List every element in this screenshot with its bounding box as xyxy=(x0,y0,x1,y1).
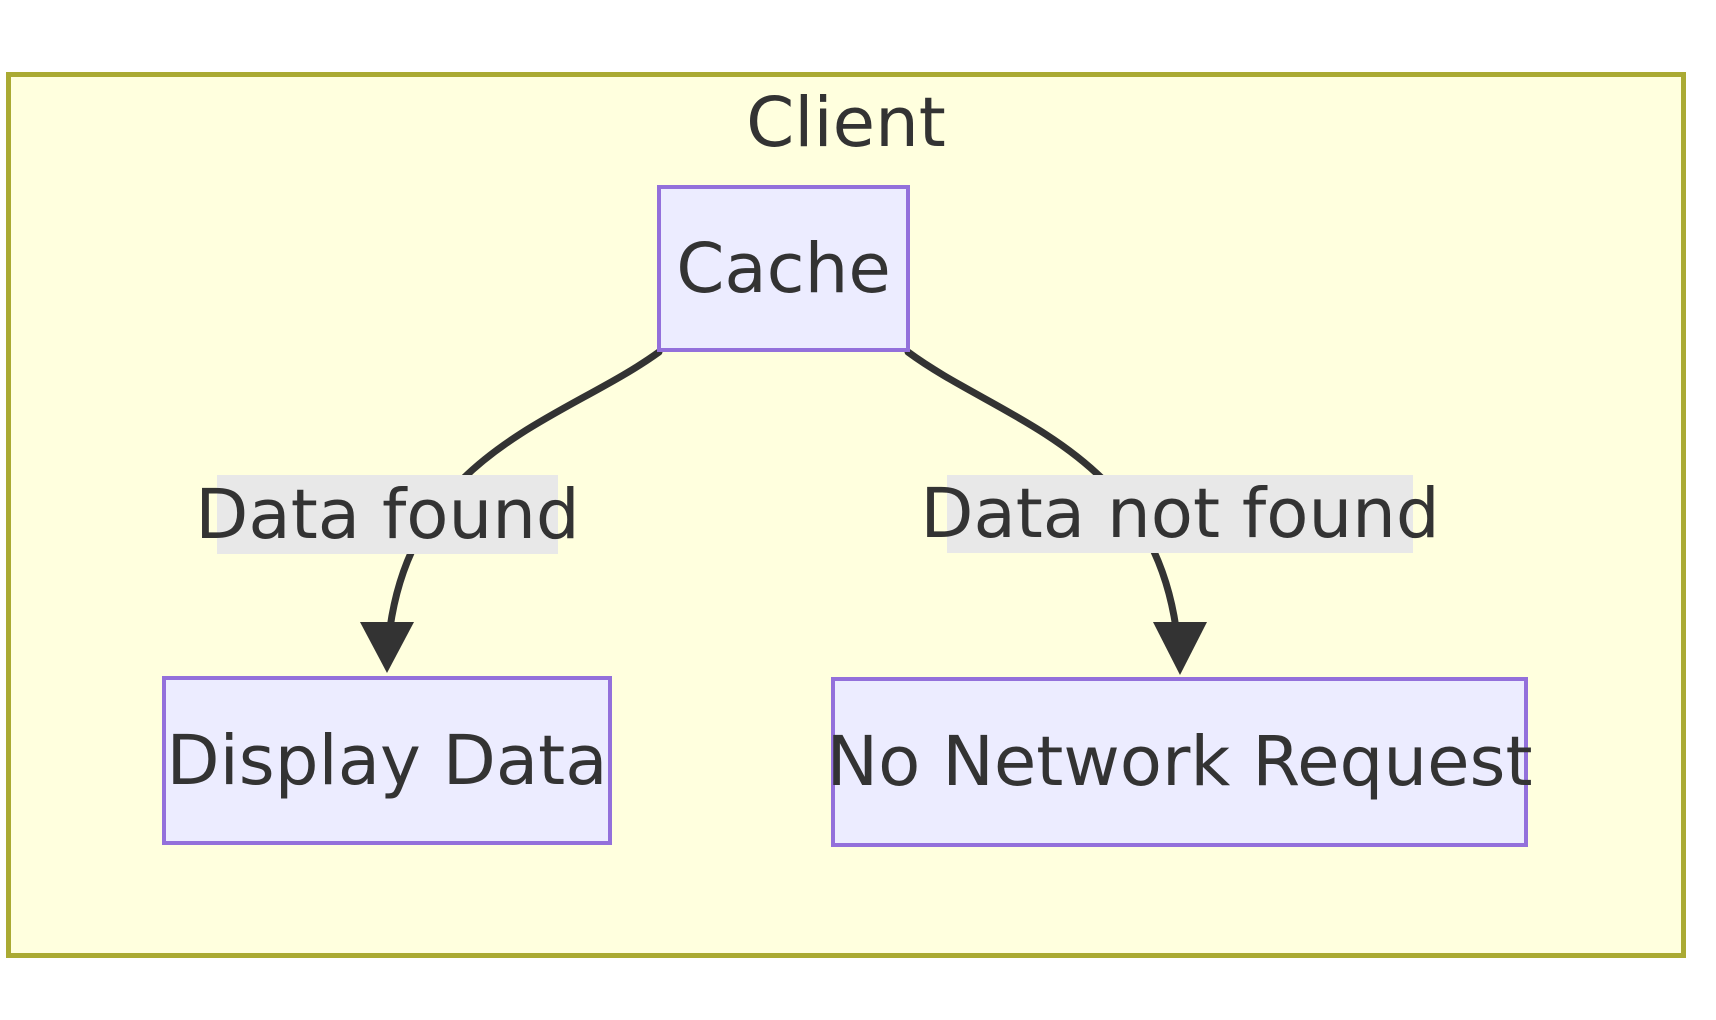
edge-label-data-found: Data found xyxy=(195,474,580,555)
node-no-network-request: No Network Request xyxy=(826,677,1533,847)
node-cache: Cache xyxy=(657,185,910,352)
node-display-data: Display Data xyxy=(162,676,612,845)
edge-label-data-not-found: Data not found xyxy=(920,474,1440,554)
subgraph-title: Client xyxy=(746,83,946,163)
